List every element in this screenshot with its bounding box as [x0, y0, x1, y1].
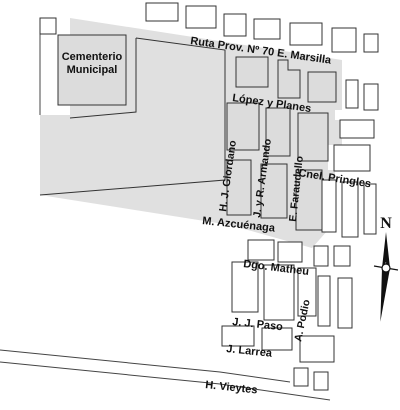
block — [223, 13, 247, 37]
road-vieytes-north — [0, 349, 291, 383]
place-label-line1: Cementerio — [62, 51, 123, 63]
block — [363, 183, 377, 235]
block — [263, 264, 295, 321]
block — [221, 325, 255, 347]
block — [341, 181, 359, 238]
block — [247, 239, 275, 261]
block — [226, 159, 252, 216]
block — [337, 277, 353, 329]
block — [313, 245, 329, 267]
block — [363, 33, 379, 53]
block — [321, 179, 337, 233]
block — [260, 163, 288, 219]
block — [226, 102, 260, 151]
block — [339, 119, 375, 139]
block — [265, 107, 291, 157]
cemetery-block — [57, 34, 127, 106]
north-arrow-icon: N — [373, 215, 399, 322]
block — [313, 371, 329, 391]
block — [235, 56, 269, 88]
block — [277, 241, 303, 263]
street-label-paso: J. J. Paso — [232, 316, 284, 333]
block — [277, 59, 301, 99]
block — [231, 261, 259, 313]
block — [307, 71, 337, 103]
block — [299, 335, 335, 363]
block — [39, 17, 57, 35]
block — [145, 2, 179, 22]
block — [289, 22, 323, 46]
block — [261, 327, 293, 351]
block — [363, 83, 379, 111]
block — [333, 245, 351, 267]
block — [185, 5, 217, 29]
block — [253, 18, 281, 40]
block — [295, 169, 323, 231]
block — [297, 112, 329, 162]
block — [333, 144, 371, 172]
north-label: N — [380, 215, 392, 232]
block — [293, 367, 309, 387]
large-block-outline — [69, 38, 137, 119]
street-label-larrea: J. Larrea — [226, 343, 274, 360]
block — [345, 79, 359, 109]
block — [331, 27, 357, 53]
block — [317, 275, 331, 327]
place-label-line2: Municipal — [67, 64, 118, 76]
road-vieytes-south — [0, 361, 331, 401]
block — [297, 267, 317, 317]
large-block — [39, 37, 226, 196]
street-label-vieytes: H. Vieytes — [205, 379, 258, 396]
